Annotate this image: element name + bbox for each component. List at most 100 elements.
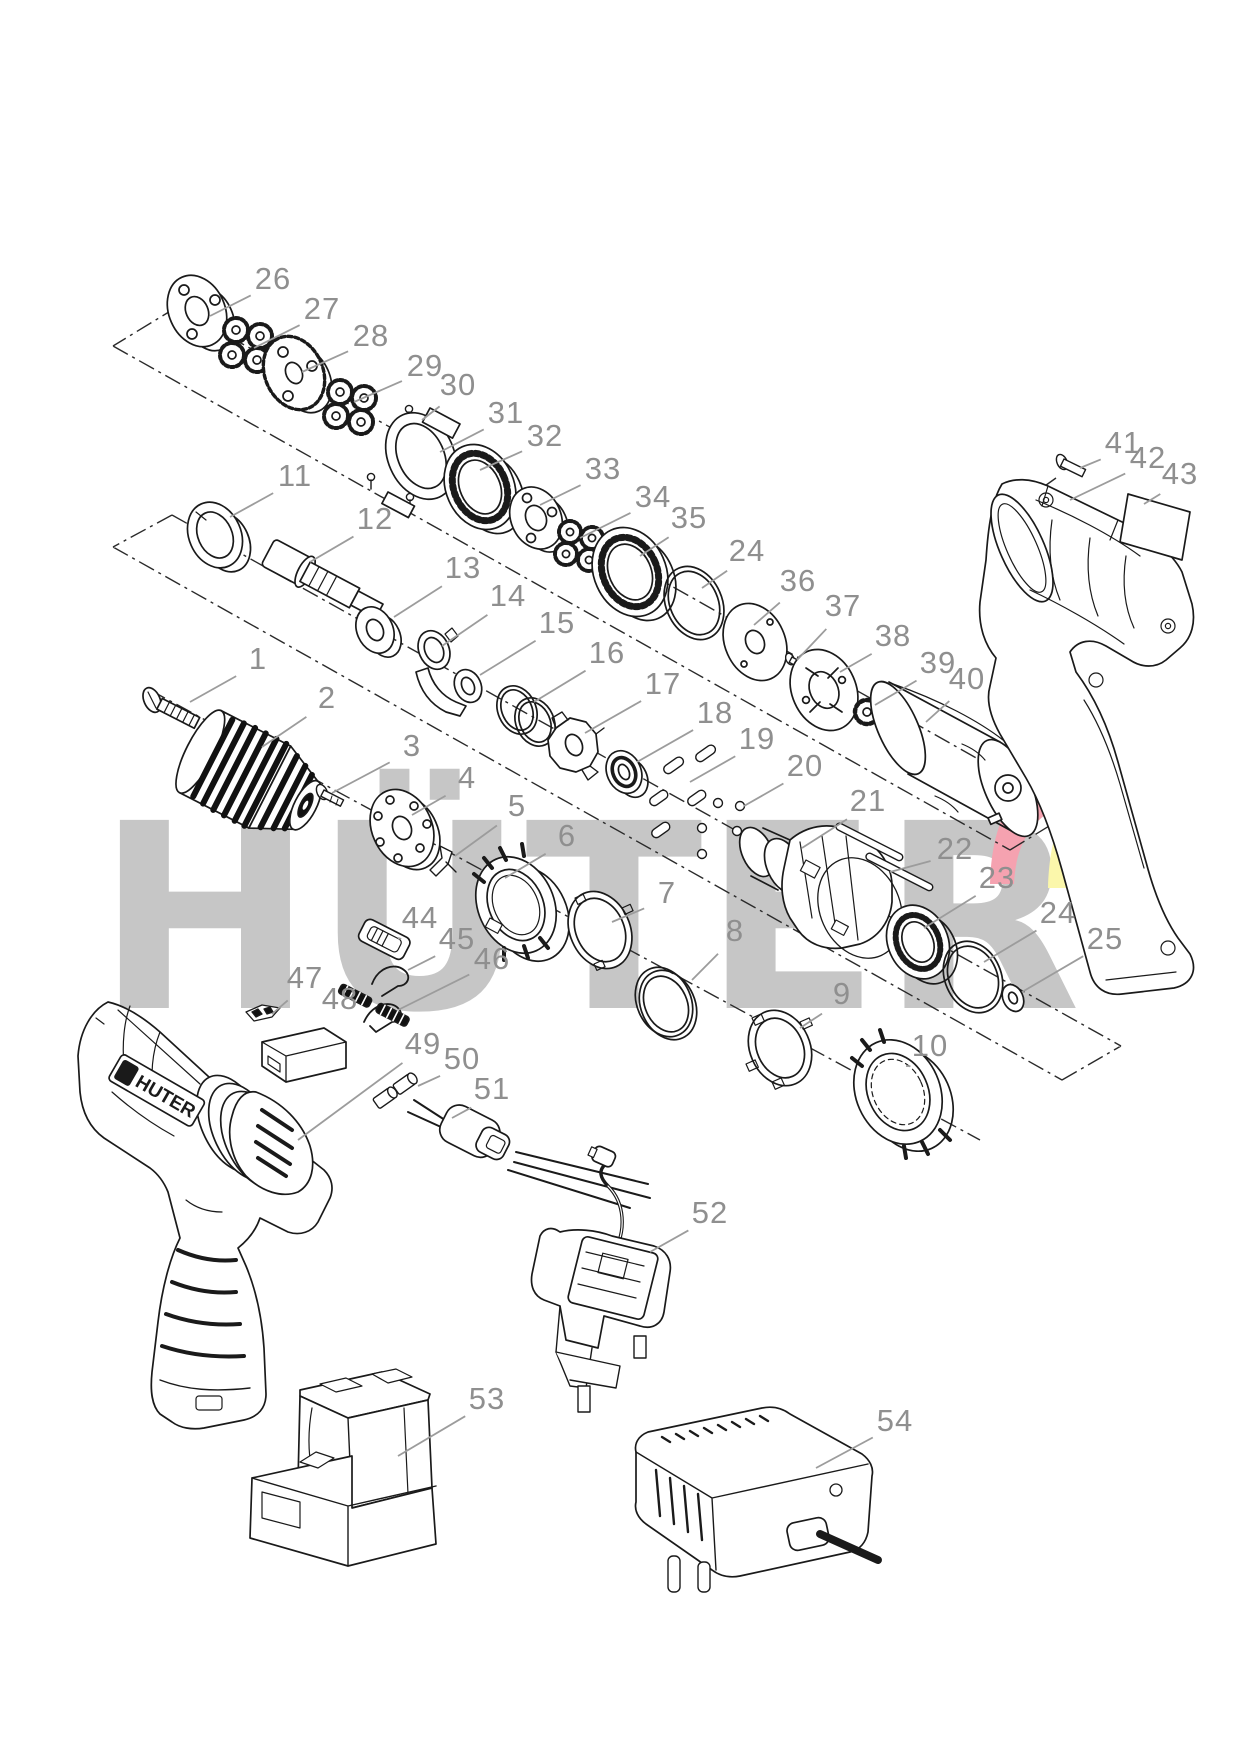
leader-line-9 xyxy=(799,1012,823,1029)
leader-line-51 xyxy=(451,1106,472,1119)
part-3-screw xyxy=(315,783,345,807)
leader-line-30 xyxy=(421,405,441,421)
part-label-10: 10 xyxy=(912,1028,948,1063)
leader-line-19 xyxy=(689,755,736,783)
battery-release-button xyxy=(261,1027,347,1083)
part-20-steel-balls xyxy=(696,797,746,860)
part-10-front-collar xyxy=(850,1028,955,1160)
part-45-spring-wire xyxy=(371,965,410,997)
part-22-pins xyxy=(835,822,934,892)
part-label-53: 53 xyxy=(469,1381,505,1416)
part-label-28: 28 xyxy=(353,318,389,353)
part-label-7: 7 xyxy=(658,875,676,910)
part-6-torque-ring xyxy=(472,842,571,963)
leader-line-54 xyxy=(815,1436,874,1469)
part-label-24: 24 xyxy=(729,533,765,568)
part-28-planet-carrier xyxy=(261,334,333,414)
part-40-motor xyxy=(869,680,1039,838)
leader-line-41 xyxy=(1079,458,1102,469)
part-52-trigger-switch xyxy=(530,1145,672,1413)
part-label-45: 45 xyxy=(439,921,475,956)
part-48-coil-springs xyxy=(337,983,410,1027)
leader-line-18 xyxy=(636,729,694,763)
part-label-52: 52 xyxy=(692,1195,728,1230)
leader-line-14 xyxy=(441,614,488,647)
leader-line-22 xyxy=(889,860,931,873)
leader-line-20 xyxy=(743,782,784,807)
part-label-19: 19 xyxy=(739,721,775,756)
leader-line-4 xyxy=(411,794,447,816)
part-11-sleeve-ring xyxy=(186,501,252,573)
leader-line-49 xyxy=(297,1062,403,1141)
leader-line-15 xyxy=(479,639,537,676)
part-label-4: 4 xyxy=(458,760,476,795)
leader-line-34 xyxy=(579,512,631,539)
part-label-24: 24 xyxy=(1040,895,1076,930)
part-13-bearing xyxy=(355,606,402,658)
leader-line-24 xyxy=(983,929,1037,963)
leader-line-5 xyxy=(454,824,498,857)
part-number-labels: 1234567891011121314151617181920212223242… xyxy=(189,261,1197,1469)
leader-line-47 xyxy=(271,999,289,1015)
part-53-battery-pack xyxy=(249,1368,437,1567)
leader-line-33 xyxy=(539,484,581,506)
part-label-50: 50 xyxy=(444,1041,480,1076)
part-5-clip xyxy=(429,845,457,877)
part-label-37: 37 xyxy=(825,588,861,623)
leader-line-29 xyxy=(353,380,403,403)
part-label-20: 20 xyxy=(787,748,823,783)
leader-line-25 xyxy=(1021,955,1084,993)
right-housing-half xyxy=(978,478,1195,996)
leader-line-7 xyxy=(611,907,645,923)
part-label-38: 38 xyxy=(875,618,911,653)
part-label-9: 9 xyxy=(833,976,851,1011)
leader-line-40 xyxy=(925,700,950,723)
leader-line-38 xyxy=(839,653,873,673)
part-38-motor-plate xyxy=(789,648,859,732)
leader-line-43 xyxy=(1143,493,1161,505)
part-14-shift-fork xyxy=(415,627,467,717)
part-label-13: 13 xyxy=(445,550,481,585)
part-17-clutch-cam xyxy=(547,711,605,781)
leader-line-45 xyxy=(407,955,436,971)
part-label-26: 26 xyxy=(255,261,291,296)
leader-line-50 xyxy=(417,1075,441,1087)
part-21-gearbox-housing xyxy=(738,825,903,959)
part-label-15: 15 xyxy=(539,605,575,640)
part-label-32: 32 xyxy=(527,418,563,453)
part-label-36: 36 xyxy=(780,563,816,598)
leader-line-28 xyxy=(301,350,349,373)
part-label-25: 25 xyxy=(1087,921,1123,956)
leader-line-21 xyxy=(801,818,848,849)
leader-line-23 xyxy=(923,895,977,929)
leader-line-37 xyxy=(796,628,827,661)
part-label-16: 16 xyxy=(589,635,625,670)
left-housing-assembled: HUTER xyxy=(77,1001,333,1430)
part-24-o-ring-upper xyxy=(663,565,725,641)
part-label-30: 30 xyxy=(440,367,476,402)
part-label-5: 5 xyxy=(508,788,526,823)
part-label-8: 8 xyxy=(726,913,744,948)
part-27-planet-gears xyxy=(218,316,274,374)
part-44-forward-reverse-slider xyxy=(357,918,411,961)
part-8-wave-ring xyxy=(634,966,698,1041)
part-51-terminal-block xyxy=(407,1099,651,1209)
part-43-label-sticker xyxy=(1119,493,1191,561)
part-36-plate xyxy=(722,602,788,682)
part-label-1: 1 xyxy=(249,641,267,676)
part-label-31: 31 xyxy=(488,395,524,430)
part-24-o-ring-lower xyxy=(942,940,1004,1014)
part-31-cage-bracket xyxy=(381,407,461,519)
leader-line-27 xyxy=(253,324,300,349)
leader-line-52 xyxy=(649,1229,689,1253)
part-label-48: 48 xyxy=(322,981,358,1016)
leader-line-17 xyxy=(584,700,642,734)
part-label-11: 11 xyxy=(278,458,312,493)
part-label-3: 3 xyxy=(403,728,421,763)
part-label-47: 47 xyxy=(287,960,323,995)
part-1-chuck-screw xyxy=(142,686,201,730)
leader-line-53 xyxy=(397,1415,466,1457)
part-label-54: 54 xyxy=(877,1403,913,1438)
part-label-14: 14 xyxy=(490,578,526,613)
part-2-chuck xyxy=(175,709,323,832)
